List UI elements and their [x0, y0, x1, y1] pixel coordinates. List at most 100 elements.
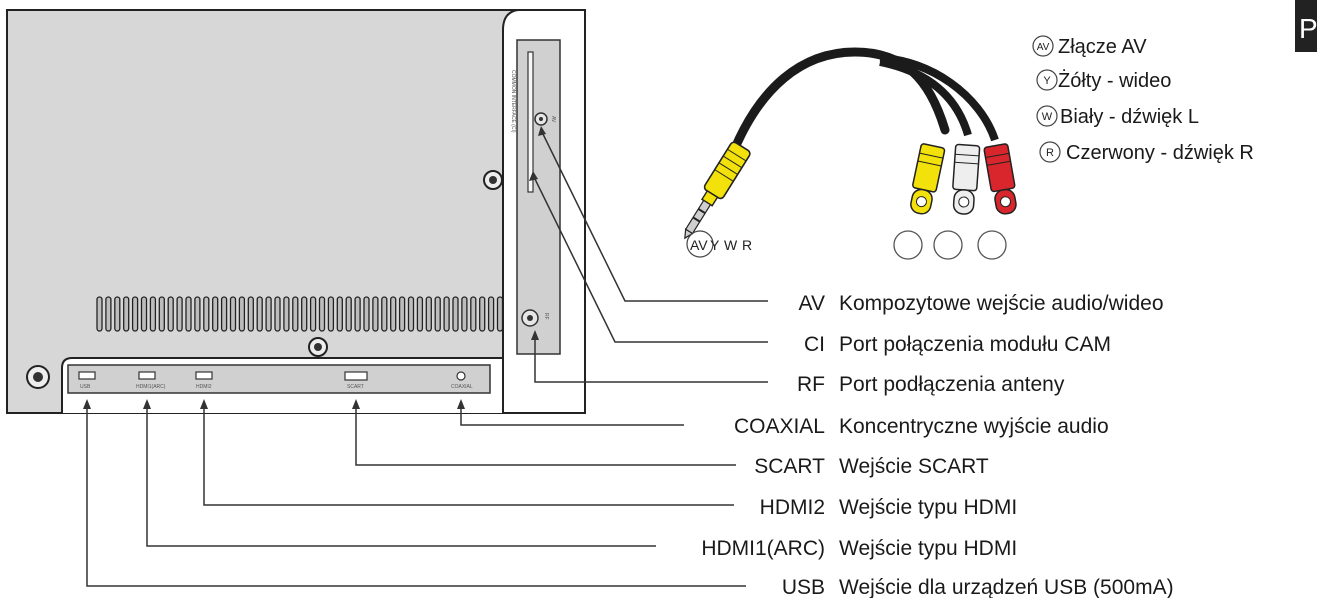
vent-slot [336, 296, 343, 332]
connector-code: CI [804, 333, 825, 356]
vent-slot [470, 296, 477, 332]
vent-slot [407, 296, 415, 332]
connector-label-rf: RF Port podłączenia anteny [797, 373, 1065, 396]
connector-description: Port podłączenia anteny [839, 373, 1065, 396]
vent-slot [212, 296, 219, 332]
svg-text:R: R [1046, 147, 1054, 159]
rca-white-plug-icon [952, 143, 981, 215]
ci-slot-label: COMMON INTERFACE (CI) [510, 70, 516, 133]
usb-port: USB [78, 371, 96, 390]
vent-slot [443, 296, 450, 332]
vent-slot [327, 296, 335, 332]
vent-slot [487, 296, 495, 332]
corner-badge: P [1295, 0, 1317, 52]
legend-text: Czerwony - dźwięk R [1066, 142, 1254, 164]
vent-slot [434, 296, 441, 332]
leader-coaxial [460, 404, 684, 426]
rca-yellow-plug-icon [910, 143, 946, 215]
side-connector-panel [516, 39, 561, 355]
connector-code: RF [797, 373, 825, 396]
vent-slot [105, 296, 112, 332]
vent-slot [398, 296, 406, 332]
connector-code: USB [782, 576, 825, 598]
screw-icon [483, 170, 503, 190]
connector-label-scart: SCART Wejście SCART [754, 455, 989, 478]
connector-code: AV [799, 292, 825, 315]
leader-rf [534, 334, 768, 383]
connector-label-coaxial: COAXIAL Koncentryczne wyjście audio [734, 415, 1109, 438]
empty-circle-icon [933, 230, 963, 260]
bottom-connector-strip [67, 364, 491, 394]
av-side-label: AV [550, 116, 556, 123]
connector-label-hdmi1: HDMI1(ARC) Wejście typu HDMI [701, 537, 1017, 560]
vent-slot [238, 296, 246, 332]
badge-icon [1032, 35, 1054, 57]
connector-label-usb: USB Wejście dla urządzeń USB (500mA) [782, 576, 1174, 598]
vent-slot [123, 296, 130, 332]
leader-av [540, 129, 768, 302]
svg-text:W: W [1042, 111, 1053, 123]
screw-icon [308, 337, 328, 357]
vent-slot [176, 296, 183, 332]
svg-text:Y: Y [710, 237, 720, 253]
legend-item-r: R Czerwony - dźwięk R [1039, 141, 1254, 164]
connector-label-av: AV Kompozytowe wejście audio/wideo [799, 292, 1164, 315]
vent-slot [167, 296, 174, 332]
connector-code: HDMI1(ARC) [701, 537, 825, 560]
svg-text:USB: USB [80, 384, 91, 390]
legend-item-w: W Biały - dźwięk L [1036, 105, 1199, 128]
leader-lines [83, 126, 768, 587]
vent-slot [381, 296, 388, 332]
vent-slot [283, 296, 290, 332]
empty-circle-icon [893, 230, 923, 260]
scart-port: SCART [344, 371, 368, 390]
tv-back-panel: COMMON INTERFACE (CI) AV RF USB [6, 9, 586, 414]
vent-slot [114, 296, 121, 332]
vent-slot [425, 296, 432, 332]
connector-code: HDMI2 [760, 496, 825, 519]
rf-side-label: RF [543, 313, 549, 320]
vent-slot [318, 296, 326, 332]
screw-icon [26, 365, 50, 389]
rca-red-plug-icon [983, 143, 1017, 215]
hdmi1-port: HDMI1(ARC) [136, 371, 166, 390]
leader-usb [86, 404, 746, 587]
vent-slot [220, 296, 228, 332]
vent-slot [265, 296, 272, 332]
vent-slot [372, 296, 379, 332]
ci-slot [527, 51, 534, 193]
svg-text:R: R [742, 237, 752, 253]
empty-circle-icon [977, 230, 1007, 260]
vent-slot [309, 296, 317, 332]
connector-code: SCART [754, 455, 825, 478]
vent-slot [158, 296, 165, 332]
badge-icon [1036, 105, 1058, 127]
connector-label-list: AV Kompozytowe wejście audio/wideo CI Po… [701, 292, 1173, 598]
connector-description: Port połączenia modułu CAM [839, 333, 1111, 356]
vent-slot [390, 296, 397, 332]
leader-scart [355, 404, 736, 466]
plug-caption: AV Y W R [686, 230, 752, 258]
svg-text:AV: AV [690, 237, 708, 253]
vent-slot [96, 296, 103, 332]
svg-text:HDMI2: HDMI2 [196, 384, 212, 390]
vent-slot [363, 296, 370, 332]
svg-text:W: W [724, 237, 738, 253]
legend-text: Biały - dźwięk L [1060, 106, 1199, 128]
badge-icon [1039, 141, 1061, 163]
vent-slot [194, 296, 201, 332]
leader-hdmi1 [146, 404, 656, 547]
leader-hdmi2 [203, 404, 734, 506]
legend-item-av: AV Złącze AV [1032, 35, 1147, 58]
svg-text:P: P [1299, 13, 1317, 44]
badge-icon [1036, 69, 1058, 91]
vent-slot [292, 296, 299, 332]
svg-text:Y: Y [1043, 75, 1051, 87]
coaxial-port: COAXIAL [451, 371, 473, 390]
connector-description: Wejście typu HDMI [839, 537, 1017, 560]
vent-slot [140, 296, 148, 332]
vent-slot [149, 296, 157, 332]
vent-slot [452, 296, 459, 332]
connector-description: Wejście typu HDMI [839, 496, 1017, 519]
